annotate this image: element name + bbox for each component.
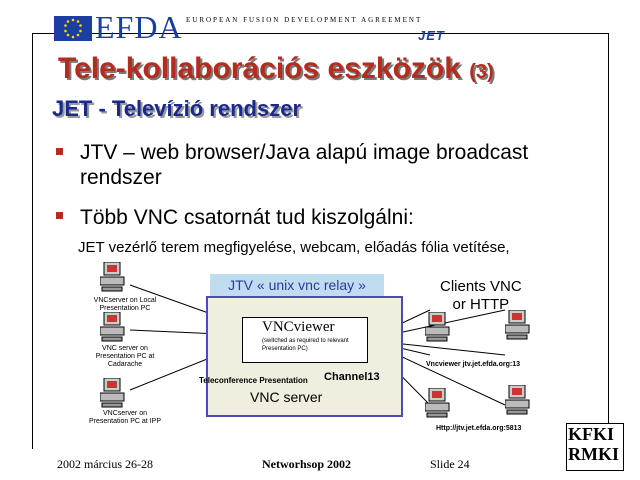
footer-slide-number: Slide 24 — [430, 457, 470, 471]
pc-label-ipp: VNCserver on Presentation PC at IPP — [89, 410, 161, 425]
teleconference-label: Teleconference Presentation — [199, 376, 308, 385]
eu-flag-icon — [54, 16, 92, 41]
bullet-square-icon — [56, 148, 63, 155]
http-url: Http://jtv.jet.efda.org:5813 — [436, 425, 522, 432]
computer-icon — [99, 377, 126, 408]
title-text: Tele-kollaborációs eszközök — [58, 52, 461, 85]
channel-label: Channel13 — [324, 371, 380, 383]
slide-title: Tele-kollaborációs eszközök (3) — [58, 52, 494, 86]
footer-event: Networhsop 2002 — [262, 457, 351, 471]
pc-label-cadarache: VNC server on Presentation PC at Cadarac… — [95, 345, 155, 368]
vnc-url: Vncviewer jtv.jet.efda.org:13 — [426, 361, 521, 368]
vnc-viewer-title: VNCviewer — [262, 319, 335, 335]
slide-subtitle: JET - Televízió rendszer — [52, 96, 302, 121]
sub-note: JET vezérlő terem megfigyelése, webcam, … — [78, 239, 510, 256]
bullet-2: Több VNC csatornát tud kiszolgálni: — [80, 206, 414, 229]
pc-label-local: VNCserver on Local Presentation PC — [93, 297, 157, 312]
clients-line-2: or HTTP — [452, 296, 510, 313]
vnc-viewer-desc: (switched as required to relevant Presen… — [262, 338, 349, 352]
computer-icon — [99, 261, 126, 292]
clients-line-1: Clients VNC — [440, 278, 522, 295]
computer-icon — [424, 387, 451, 418]
computer-icon — [99, 311, 126, 342]
vnc-server-label: VNC server — [250, 389, 323, 405]
clients-label: Clients VNC or HTTP — [440, 278, 522, 314]
slide-frame — [32, 33, 609, 449]
computer-icon — [504, 384, 531, 415]
efda-logo: EFDA — [95, 9, 183, 45]
relay-label: JTV « unix vnc relay » — [210, 274, 384, 296]
bullet-square-icon — [56, 212, 63, 219]
title-number: (3) — [469, 61, 494, 83]
computer-icon — [424, 311, 451, 342]
footer-date: 2002 március 26-28 — [57, 457, 153, 471]
kfki-logo-text: KFKI RMKI — [568, 424, 619, 464]
efda-subtitle: EUROPEAN FUSION DEVELOPMENT AGREEMENT — [186, 16, 423, 24]
bullet-1: JTV – web browser/Java alapú image broad… — [80, 141, 529, 189]
jet-logo: JET — [418, 28, 445, 43]
kfki-logo — [566, 423, 624, 471]
computer-icon — [504, 309, 531, 340]
vnc-viewer-box — [242, 317, 368, 363]
